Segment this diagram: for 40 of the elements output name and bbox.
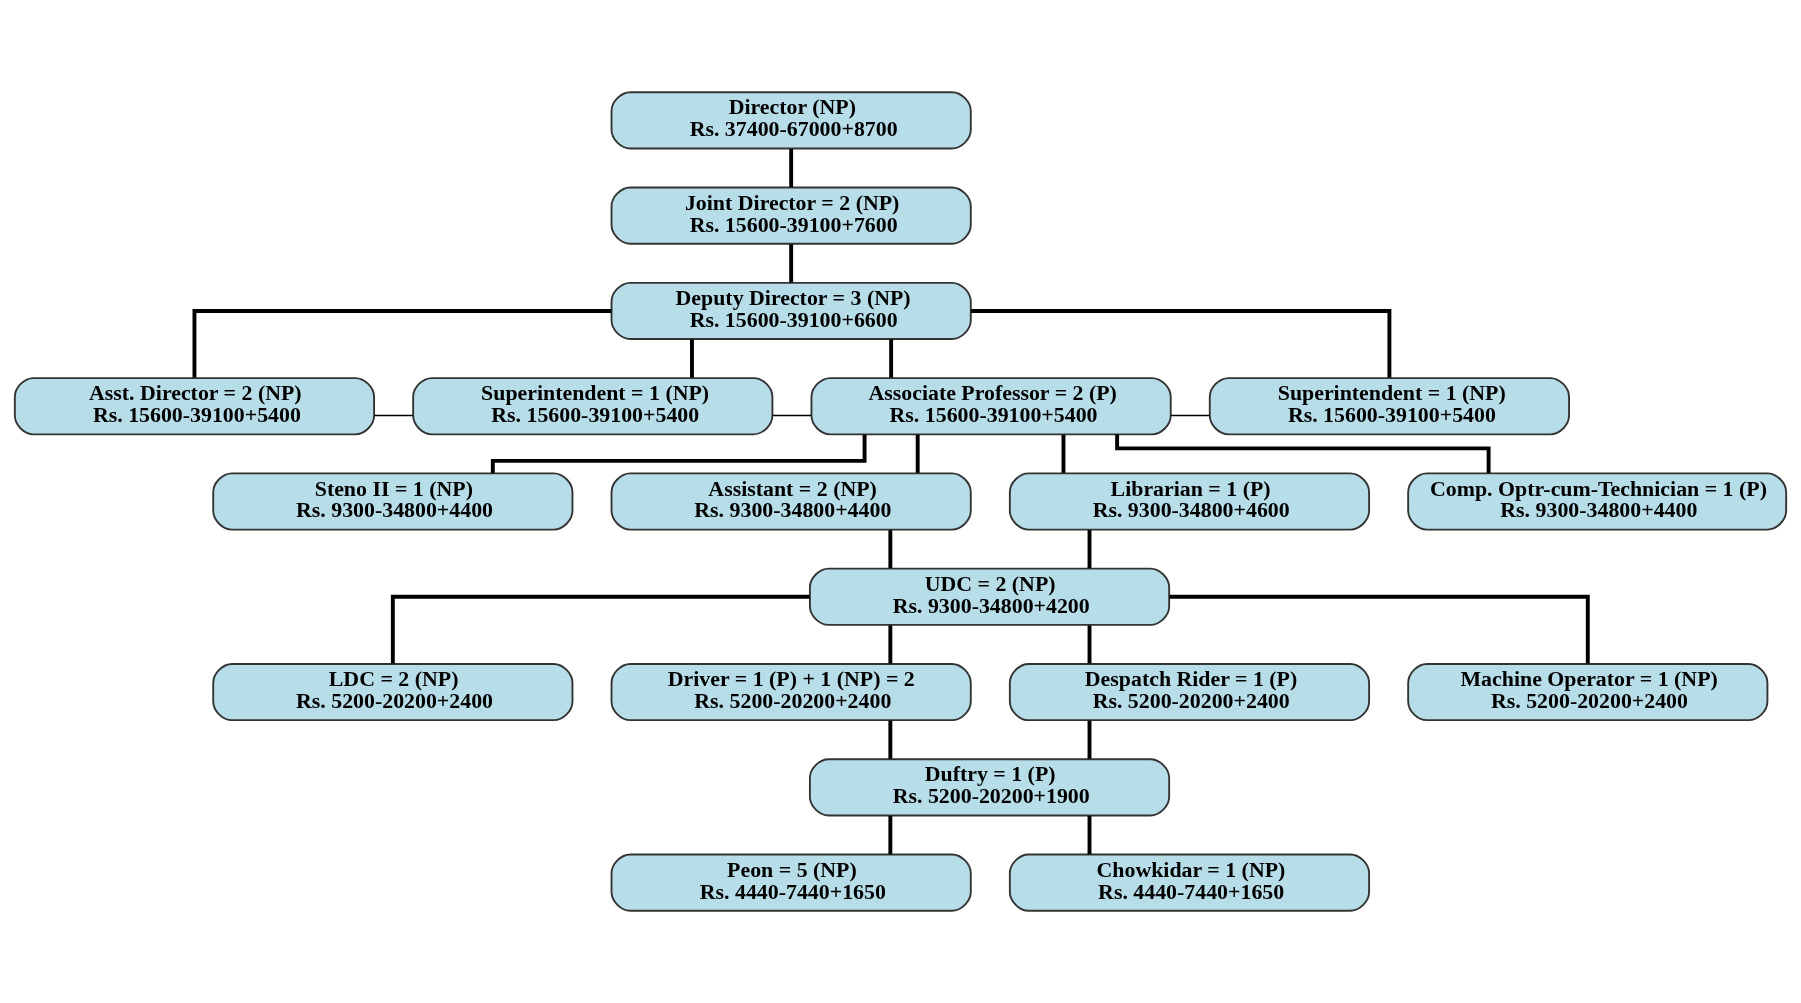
connector	[1087, 625, 1092, 664]
node-box: Duftry = 1 (P) Rs. 5200-20200+1900	[808, 758, 1171, 817]
connector	[888, 530, 893, 569]
node-box: Joint Director = 2 (NP) Rs. 15600-39100+7600	[610, 186, 972, 245]
connector	[888, 720, 893, 759]
node-box: Steno II = 1 (NP) Rs. 9300-34800+4400	[212, 472, 574, 531]
connector	[1061, 434, 1066, 473]
node-box: Driver = 1 (P) + 1 (NP) = 2 Rs. 5200-20200+2400	[610, 663, 972, 722]
node-box: Chowkidar = 1 (NP) Rs. 4440-7440+1650	[1008, 853, 1371, 912]
node-box: Director (NP) Rs. 37400-67000+8700	[610, 91, 972, 150]
node-box: UDC = 2 (NP) Rs. 9300-34800+4200	[808, 567, 1171, 626]
connector	[1087, 720, 1092, 759]
connector	[390, 594, 810, 664]
node-box: Assistant = 2 (NP) Rs. 9300-34800+4400	[610, 472, 972, 531]
node-box: Machine Operator = 1 (NP) Rs. 5200-20200+2400	[1407, 663, 1769, 722]
connector	[789, 244, 794, 283]
node-box: Comp. Optr-cum-Technician = 1 (P) Rs. 9300-34800+4400	[1407, 472, 1788, 531]
connector	[1169, 594, 1590, 664]
connector	[373, 414, 414, 417]
connector	[771, 414, 812, 417]
connector	[1170, 414, 1211, 417]
connector	[888, 815, 893, 855]
node-box: Librarian = 1 (P) Rs. 9300-34800+4600	[1008, 472, 1371, 531]
connector	[889, 339, 894, 378]
connector	[690, 339, 694, 378]
node-box: Associate Professor = 2 (P) Rs. 15600-39100+5400	[810, 377, 1172, 436]
connector	[888, 625, 893, 664]
connector	[789, 148, 794, 188]
node-box: Deputy Director = 3 (NP) Rs. 15600-39100+6600	[610, 281, 972, 340]
connector	[971, 308, 1392, 378]
node-box: Superintendent = 1 (NP) Rs. 15600-39100+5400	[1208, 377, 1570, 436]
connector	[915, 434, 920, 473]
node-box: LDC = 2 (NP) Rs. 5200-20200+2400	[212, 663, 574, 722]
node-box: Asst. Director = 2 (NP) Rs. 15600-39100+5400	[13, 377, 376, 436]
node-box: Despatch Rider = 1 (P) Rs. 5200-20200+2400	[1008, 663, 1371, 722]
node-box: Peon = 5 (NP) Rs. 4440-7440+1650	[610, 853, 972, 912]
connector	[1087, 530, 1092, 569]
node-box: Superintendent = 1 (NP) Rs. 15600-39100+5400	[412, 377, 774, 436]
connector	[192, 308, 612, 378]
connector	[1087, 815, 1092, 855]
